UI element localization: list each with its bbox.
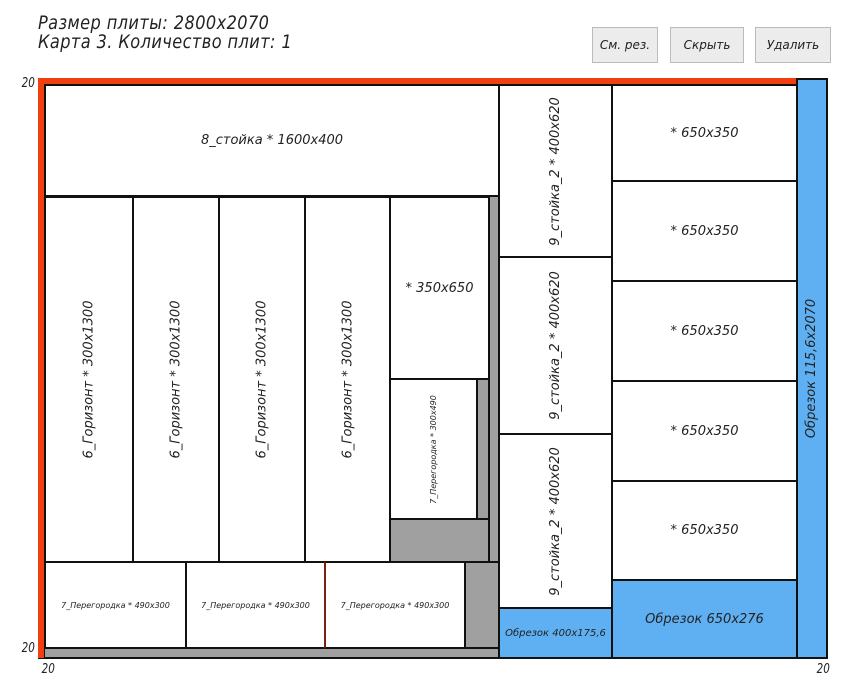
edge-top (38, 78, 797, 84)
piece-label: 7_Перегородка * 490x300 (61, 600, 170, 610)
waste-block (390, 519, 489, 562)
dim-bottom-left: 20 (41, 662, 55, 677)
offcut[interactable]: Обрезок 650x276 (611, 579, 798, 659)
view-cut-button[interactable]: См. рез. (592, 27, 658, 63)
piece-label: Обрезок 400x175,6 (505, 627, 606, 639)
piece-label: * 650x350 (670, 323, 739, 339)
delete-button[interactable]: Удалить (755, 27, 831, 63)
hide-button[interactable]: Скрыть (670, 27, 744, 63)
piece[interactable]: 7_Перегородка * 490x300 (185, 561, 326, 649)
edge-left (38, 78, 44, 658)
dim-bottom-right: 20 (816, 662, 830, 677)
piece-label: 6_Горизонт * 300x1300 (254, 300, 270, 459)
piece[interactable]: 6_Горизонт * 300x1300 (304, 196, 391, 563)
piece[interactable]: 7_Перегородка * 300x490 (389, 378, 478, 520)
piece[interactable]: * 650x350 (611, 84, 798, 182)
dim-left-bottom: 20 (21, 641, 35, 656)
waste-strip (477, 379, 489, 519)
piece-label: 6_Горизонт * 300x1300 (340, 300, 355, 459)
piece-label: 7_Перегородка * 300x490 (429, 394, 439, 504)
piece[interactable]: 8_стойка * 1600x400 (44, 84, 500, 197)
piece-label: 9_стойка_2 * 400x620 (548, 271, 564, 420)
offcut[interactable]: Обрезок 115,6x2070 (796, 78, 828, 659)
piece[interactable]: * 350x650 (389, 196, 490, 380)
piece[interactable]: * 650x350 (611, 180, 798, 282)
piece[interactable]: 7_Перегородка * 490x300 (324, 561, 466, 649)
waste-bottom (44, 648, 499, 658)
piece[interactable]: * 650x350 (611, 280, 798, 382)
piece[interactable]: 9_стойка_2 * 400x620 (498, 84, 613, 258)
piece-label: * 650x350 (670, 423, 739, 439)
piece-label: 9_стойка_2 * 400x620 (548, 96, 564, 246)
piece-label: Обрезок 115,6x2070 (804, 298, 820, 439)
piece[interactable]: 7_Перегородка * 490x300 (44, 561, 187, 649)
piece-label: 9_стойка_2 * 400x620 (548, 446, 564, 596)
piece[interactable]: 9_стойка_2 * 400x620 (498, 433, 613, 609)
piece-label: 6_Горизонт * 300x1300 (81, 300, 97, 459)
piece[interactable]: 6_Горизонт * 300x1300 (218, 196, 306, 563)
piece-label: * 650x350 (670, 523, 739, 538)
piece[interactable]: 6_Горизонт * 300x1300 (44, 196, 134, 563)
piece[interactable]: 6_Горизонт * 300x1300 (132, 196, 220, 563)
piece-label: Обрезок 650x276 (645, 611, 764, 627)
piece-label: 6_Горизонт * 300x1300 (168, 300, 184, 459)
map-count-label: Карта 3. Количество плит: 1 (38, 31, 293, 53)
dim-left-top: 20 (21, 76, 35, 91)
piece-label: 7_Перегородка * 490x300 (201, 600, 310, 610)
piece[interactable]: * 650x350 (611, 380, 798, 482)
waste-block (465, 562, 499, 648)
piece-label: * 350x650 (405, 280, 474, 296)
piece[interactable]: 9_стойка_2 * 400x620 (498, 256, 613, 435)
piece-label: * 650x350 (670, 223, 739, 239)
sheet-size-label: Размер плиты: 2800x2070 (38, 12, 270, 34)
piece-label: 8_стойка * 1600x400 (200, 133, 344, 148)
piece-label: 7_Перегородка * 490x300 (340, 600, 450, 610)
piece[interactable]: * 650x350 (611, 480, 798, 581)
piece-label: * 650x350 (670, 125, 739, 141)
offcut[interactable]: Обрезок 400x175,6 (498, 607, 613, 659)
